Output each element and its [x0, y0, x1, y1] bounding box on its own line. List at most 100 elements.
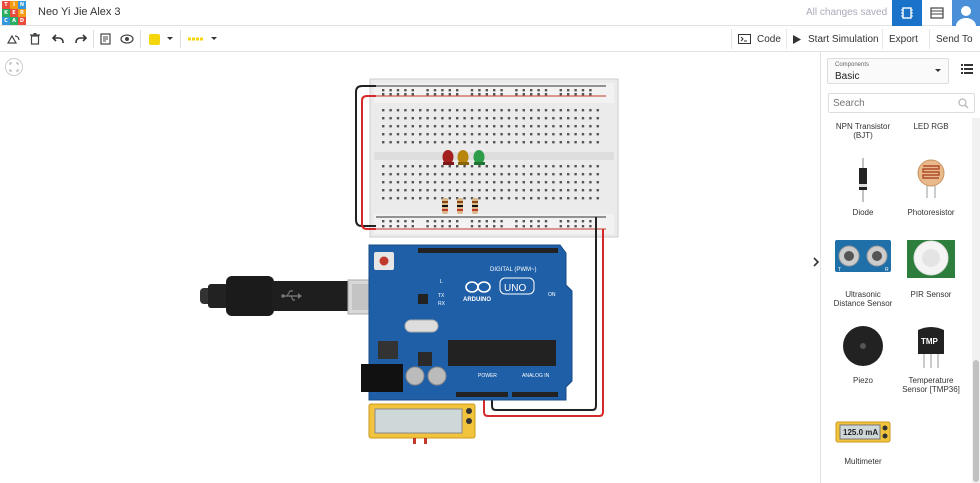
- start-simulation-label: Start Simulation: [808, 33, 879, 45]
- component-photoresistor[interactable]: Photoresistor: [897, 156, 965, 218]
- notes-button[interactable]: [96, 30, 114, 48]
- chevron-right-icon: [813, 257, 820, 267]
- resistor-1[interactable]: [442, 198, 448, 214]
- fit-view-icon: [9, 62, 19, 72]
- chevron-down-icon: [211, 37, 217, 40]
- rotate-button[interactable]: [4, 30, 22, 48]
- rx-label: RX: [438, 301, 446, 307]
- send-to-label: Send To: [936, 33, 973, 45]
- scrollbar-thumb[interactable]: [973, 360, 979, 482]
- arduino-infinity-logo: [465, 281, 491, 293]
- components-panel: Components Basic NPN Transistor (BJT) LE…: [813, 52, 980, 483]
- undo-icon: [52, 34, 64, 43]
- search-icon: [958, 98, 969, 109]
- breadboard[interactable]: [369, 78, 619, 238]
- code-icon: [738, 34, 751, 44]
- wire-red-left: [361, 95, 376, 230]
- uno-label: UNO: [504, 283, 526, 294]
- visibility-button[interactable]: [118, 30, 136, 48]
- component-list: NPN Transistor (BJT) LED RGB Diode Photo…: [821, 118, 974, 483]
- arduino-brand: ARDUINO: [463, 297, 491, 303]
- wire-style-icon: [188, 37, 204, 41]
- play-icon: [793, 34, 801, 44]
- save-status: All changes saved: [806, 7, 888, 18]
- breadboard-holes: [382, 89, 599, 228]
- chevron-down-icon: [935, 69, 941, 72]
- circuit-diagram[interactable]: DIGITAL (PWM~) L TX RX ARDUINO UNO ON PO…: [0, 52, 820, 483]
- delete-button[interactable]: [26, 30, 44, 48]
- start-simulation-button[interactable]: Start Simulation: [786, 29, 885, 49]
- circuit-view-button[interactable]: [892, 0, 922, 26]
- wire-black-left: [355, 85, 376, 227]
- component-multimeter[interactable]: 125.0 mA Multimeter: [829, 420, 897, 468]
- component-list-scrollbar[interactable]: [972, 118, 980, 483]
- analog-label: ANALOG IN: [522, 373, 550, 379]
- resistor-3[interactable]: [472, 198, 478, 214]
- export-button[interactable]: Export: [882, 29, 924, 49]
- code-button[interactable]: Code: [731, 29, 787, 49]
- list-view-icon: [930, 7, 944, 19]
- export-label: Export: [889, 33, 918, 45]
- arduino-uno[interactable]: DIGITAL (PWM~) L TX RX ARDUINO UNO ON PO…: [361, 244, 573, 401]
- panel-collapse-toggle[interactable]: [812, 256, 822, 280]
- power-label: POWER: [478, 373, 497, 379]
- component-pir-sensor[interactable]: PIR Sensor: [897, 238, 965, 310]
- led-yellow[interactable]: [457, 150, 470, 165]
- color-swatch: [148, 33, 160, 45]
- component-diode[interactable]: Diode: [829, 156, 897, 218]
- diode-icon: [829, 158, 897, 202]
- chip-icon: [901, 7, 913, 19]
- led-green[interactable]: [473, 150, 486, 165]
- category-value: Basic: [835, 71, 860, 82]
- component-temperature-sensor[interactable]: TMP Temperature Sensor [TMP36]: [897, 324, 965, 394]
- note-icon: [99, 33, 111, 45]
- user-icon: [956, 6, 976, 26]
- eye-icon: [120, 34, 134, 44]
- component-category-select[interactable]: Components Basic: [827, 58, 949, 84]
- project-title[interactable]: Neo Yi Jie Alex 3: [38, 6, 121, 18]
- wire-black-right: [491, 217, 597, 411]
- list-view-icon[interactable]: [961, 64, 973, 74]
- temperature-sensor-icon: TMP: [897, 324, 965, 368]
- tmp-label: TMP: [921, 337, 939, 346]
- wire-style-picker[interactable]: [186, 30, 220, 48]
- components-label: Components: [835, 62, 870, 68]
- multimeter-canvas[interactable]: [368, 403, 476, 444]
- ultrasonic-r-label: R: [885, 267, 889, 273]
- tx-label: TX: [438, 293, 445, 299]
- fit-view-button[interactable]: [5, 58, 23, 76]
- send-to-button[interactable]: Send To: [929, 29, 979, 49]
- component-npn-transistor[interactable]: NPN Transistor (BJT): [835, 122, 891, 140]
- component-search[interactable]: [828, 93, 975, 113]
- undo-button[interactable]: [49, 30, 67, 48]
- rotate-icon: [6, 34, 20, 44]
- code-label: Code: [757, 33, 781, 45]
- usb-symbol-icon: [281, 290, 302, 301]
- resistor-2[interactable]: [457, 198, 463, 214]
- redo-button[interactable]: [72, 30, 90, 48]
- pir-sensor-icon: [897, 238, 965, 280]
- piezo-icon: [829, 324, 897, 368]
- user-avatar[interactable]: [952, 0, 980, 26]
- multimeter-display: 125.0 mA: [843, 428, 878, 437]
- led-red[interactable]: [442, 150, 455, 165]
- schematic-list-button[interactable]: [922, 0, 952, 26]
- toolbar: Code Start Simulation Export Send To: [0, 26, 980, 52]
- redo-icon: [75, 34, 87, 43]
- circuit-canvas[interactable]: DIGITAL (PWM~) L TX RX ARDUINO UNO ON PO…: [0, 52, 820, 483]
- digital-label: DIGITAL (PWM~): [490, 267, 537, 273]
- component-piezo[interactable]: Piezo: [829, 324, 897, 392]
- trash-icon: [30, 33, 40, 45]
- photoresistor-icon: [897, 158, 965, 198]
- on-label: ON: [548, 292, 556, 298]
- usb-cable[interactable]: [200, 276, 397, 316]
- search-input[interactable]: [829, 94, 949, 112]
- wire-red-right: [483, 229, 604, 417]
- component-led-rgb[interactable]: LED RGB: [913, 122, 949, 131]
- multimeter-icon: 125.0 mA: [829, 420, 897, 446]
- color-picker[interactable]: [146, 30, 176, 48]
- chevron-down-icon: [166, 37, 173, 40]
